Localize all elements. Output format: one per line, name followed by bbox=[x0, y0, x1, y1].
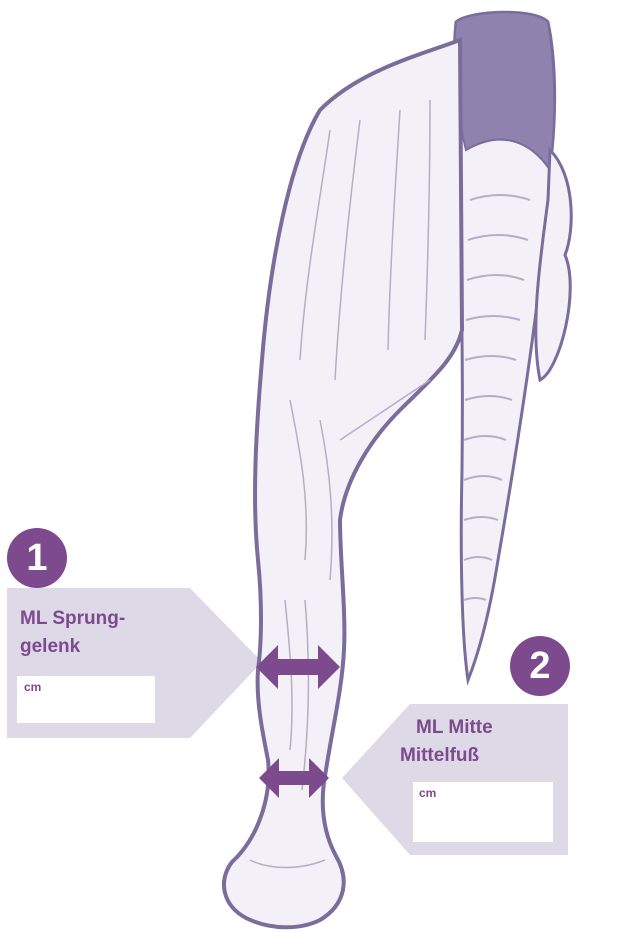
label-2-line2: Mittelfuß bbox=[400, 743, 479, 769]
label-1-line2: gelenk bbox=[20, 634, 80, 660]
label-1-line1: ML Sprung- bbox=[20, 606, 125, 632]
badge-2: 2 bbox=[510, 636, 570, 696]
badge-1: 1 bbox=[7, 528, 67, 588]
unit-1: cm bbox=[24, 680, 41, 694]
label-2-line1: ML Mitte bbox=[416, 715, 493, 741]
unit-2: cm bbox=[419, 786, 436, 800]
